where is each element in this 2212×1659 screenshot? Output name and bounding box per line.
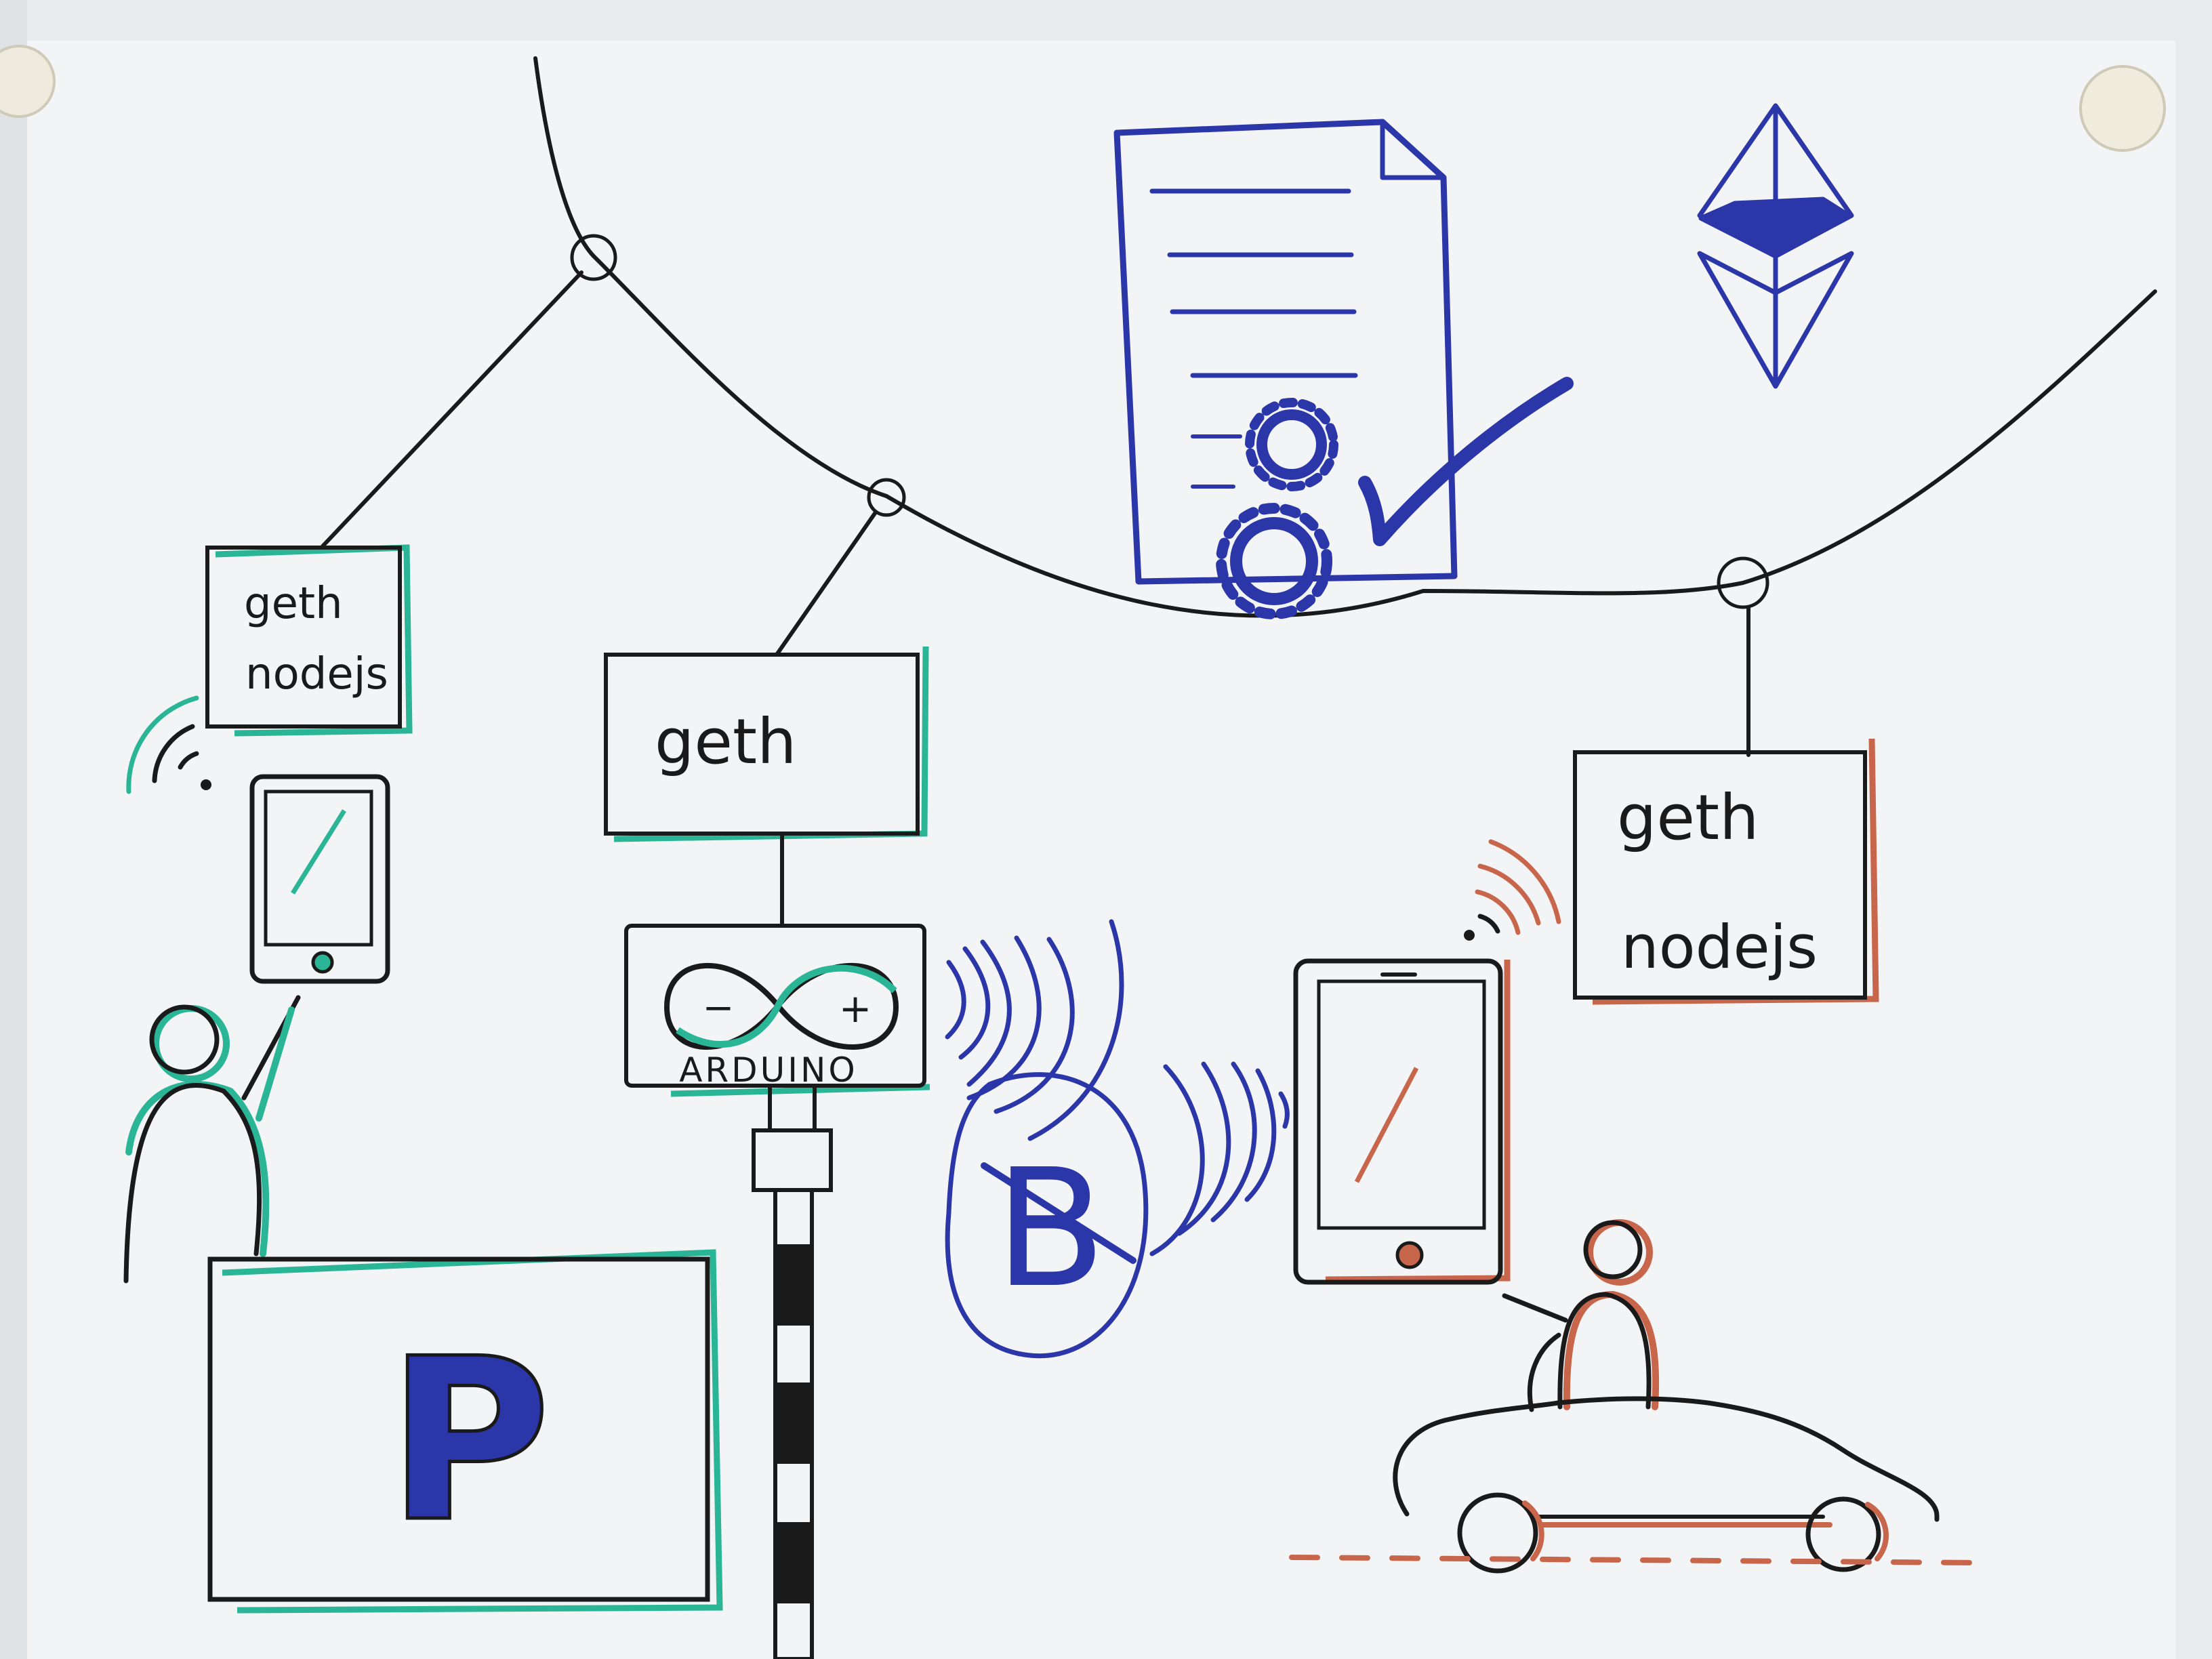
car-icon <box>1393 1396 1940 1574</box>
node-box-right: geth nodejs <box>1573 738 1879 1005</box>
ethereum-logo-icon <box>1697 103 1854 389</box>
arduino-label: ARDUINO <box>679 1050 858 1090</box>
road-line <box>1289 1555 1980 1565</box>
node-left-line1: geth <box>244 579 343 629</box>
wall-left <box>0 0 27 1659</box>
parking-sign: P <box>207 1249 723 1614</box>
person-icon <box>123 995 301 1284</box>
barrier-gate <box>752 1087 833 1659</box>
node-box-middle: geth <box>604 646 929 842</box>
wifi-signal-icon <box>126 695 211 794</box>
node-middle-line1: geth <box>655 705 796 778</box>
node-right-line2: nodejs <box>1621 912 1818 982</box>
link-left <box>321 270 583 548</box>
arduino-minus: − <box>703 986 735 1030</box>
network-node-right <box>1717 556 1769 609</box>
smartphone-icon <box>1293 958 1511 1285</box>
radio-waves-icon <box>945 919 1124 1141</box>
person-icon <box>1502 1219 1660 1412</box>
network-node-top <box>570 234 617 281</box>
parking-letter: P <box>387 1311 551 1571</box>
blockchain-network <box>321 56 2157 757</box>
gear-icon <box>1216 503 1332 619</box>
smartphone-icon <box>249 774 390 984</box>
smart-contract-icon <box>1113 119 1574 619</box>
node-right-line1: geth <box>1617 781 1759 854</box>
arduino-board: − + ARDUINO <box>624 924 930 1097</box>
node-left-line2: nodejs <box>245 649 388 699</box>
gear-icon <box>1245 398 1338 491</box>
arduino-plus: + <box>839 985 872 1031</box>
wifi-signal-icon <box>1464 839 1561 941</box>
radio-waves-icon <box>1149 1061 1290 1256</box>
link-middle <box>775 510 878 657</box>
node-box-left: geth nodejs <box>205 544 413 737</box>
bluetooth-icon: B <box>945 1072 1149 1359</box>
magnet-right <box>2079 65 2166 152</box>
checkmark-icon <box>1358 377 1574 546</box>
bluetooth-symbol: B <box>995 1134 1107 1324</box>
magnet-left <box>0 45 56 118</box>
paper-sheet <box>27 41 2175 1659</box>
network-node-middle <box>867 478 906 517</box>
